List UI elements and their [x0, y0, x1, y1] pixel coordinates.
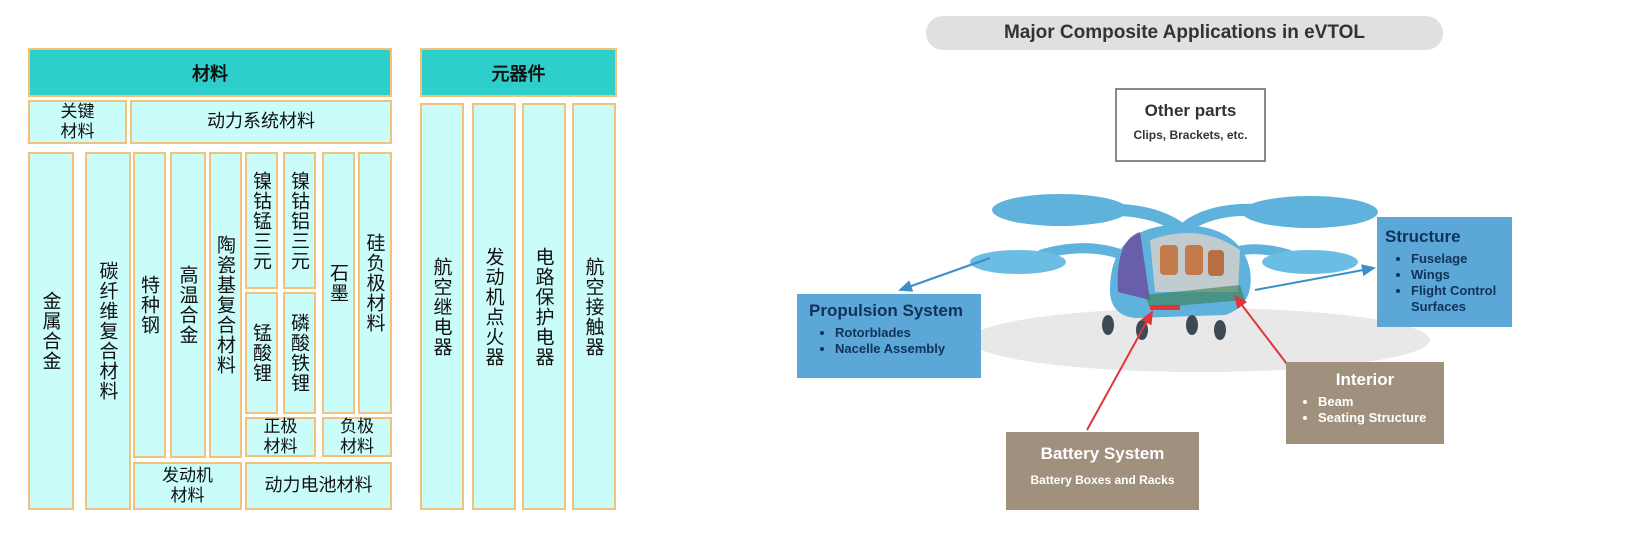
aviation-relay-cell: 航空继电器	[420, 103, 464, 510]
power-system-materials-cell: 动力系统材料	[130, 100, 392, 144]
propulsion-box: Propulsion System Rotorblades Nacelle As…	[797, 294, 981, 378]
other-parts-title: Other parts	[1144, 101, 1237, 120]
propulsion-item: Rotorblades	[835, 325, 969, 341]
high-temp-alloy-cell: 高温合金	[170, 152, 206, 458]
graphite-cell: 石墨	[322, 152, 355, 414]
ncm-cell: 镍钴锰三元	[245, 152, 278, 289]
structure-item: Flight Control Surfaces	[1411, 283, 1504, 315]
ceramic-matrix-cell: 陶瓷基复合材料	[209, 152, 242, 458]
interior-box: Interior Beam Seating Structure	[1286, 362, 1444, 444]
structure-item: Wings	[1411, 267, 1504, 283]
anode-materials-cell: 负极 材料	[322, 417, 392, 457]
special-steel-cell: 特种钢	[133, 152, 166, 458]
interior-item: Seating Structure	[1318, 410, 1434, 426]
structure-box: Structure Fuselage Wings Flight Control …	[1377, 217, 1512, 327]
interior-item: Beam	[1318, 394, 1434, 410]
interior-title: Interior	[1335, 370, 1395, 389]
materials-header: 材料	[28, 48, 392, 97]
structure-item: Fuselage	[1411, 251, 1504, 267]
key-materials-cell: 关键 材料	[28, 100, 127, 144]
components-header: 元器件	[420, 48, 617, 97]
nca-cell: 镍钴铝三元	[283, 152, 316, 289]
circuit-protector-cell: 电路保护电器	[522, 103, 566, 510]
other-parts-box: Other parts Clips, Brackets, etc.	[1115, 88, 1266, 162]
diagram-title: Major Composite Applications in eVTOL	[926, 16, 1443, 50]
battery-title: Battery System	[1040, 444, 1165, 463]
carbon-fiber-cell: 碳纤维复合材料	[85, 152, 131, 510]
silicon-anode-cell: 硅负极材料	[358, 152, 392, 414]
cathode-materials-cell: 正极 材料	[245, 417, 316, 457]
aviation-contactor-cell: 航空接触器	[572, 103, 616, 510]
battery-materials-cell: 动力电池材料	[245, 462, 392, 510]
propulsion-item: Nacelle Assembly	[835, 341, 969, 357]
structure-title: Structure	[1385, 227, 1461, 246]
lfp-cell: 磷酸铁锂	[283, 292, 316, 414]
metal-alloy-cell: 金属合金	[28, 152, 74, 510]
battery-subtitle: Battery Boxes and Racks	[1030, 473, 1175, 487]
lithium-manganate-cell: 锰酸锂	[245, 292, 278, 414]
propulsion-title: Propulsion System	[809, 301, 963, 320]
other-parts-subtitle: Clips, Brackets, etc.	[1133, 128, 1248, 142]
engine-igniter-cell: 发动机点火器	[472, 103, 516, 510]
engine-materials-cell: 发动机 材料	[133, 462, 242, 510]
battery-box: Battery System Battery Boxes and Racks	[1006, 432, 1199, 510]
